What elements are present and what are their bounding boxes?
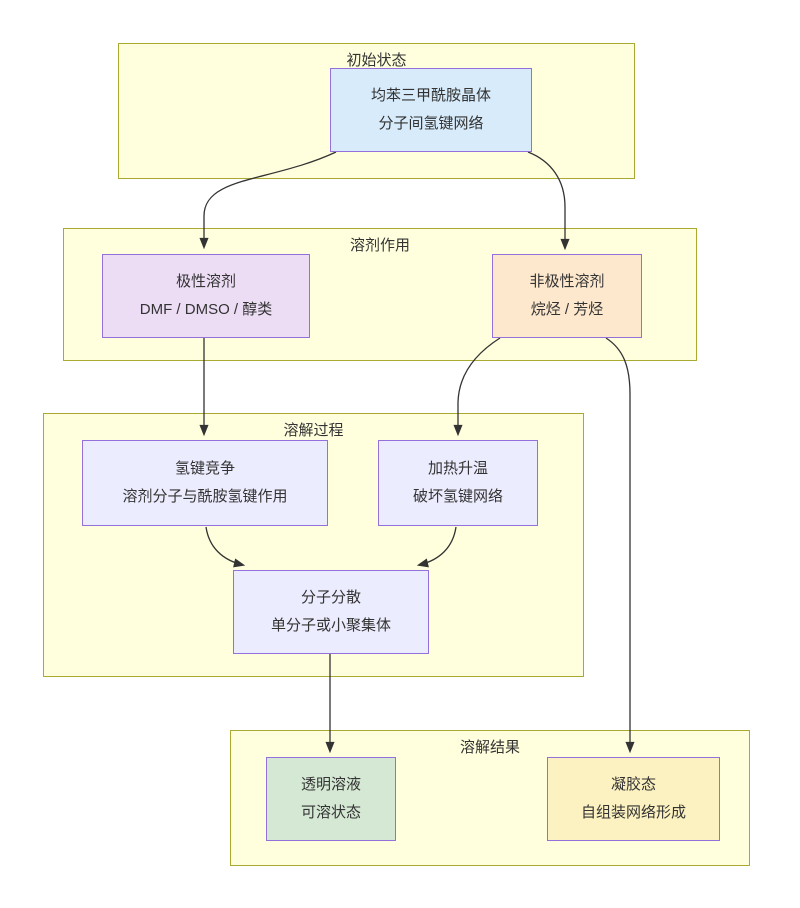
node-hbond-competition: 氢键竞争 溶剂分子与酰胺氢键作用 [82,440,328,526]
node-gel-line1: 凝胶态 [610,776,656,793]
node-crystal: 均苯三甲酰胺晶体 分子间氢键网络 [330,68,532,152]
node-clear-solution: 透明溶液 可溶状态 [266,757,396,841]
node-solution-line2: 可溶状态 [300,804,361,821]
node-dispersion-line2: 单分子或小聚集体 [270,617,391,634]
node-heating-line1: 加热升温 [427,460,488,477]
node-nonpolar-solvent: 非极性溶剂 烷烃 / 芳烃 [492,254,642,338]
node-hbond-line2: 溶剂分子与酰胺氢键作用 [122,488,288,505]
node-hbond-line1: 氢键竞争 [174,460,235,477]
node-nonpolar-line2: 烷烃 / 芳烃 [530,301,604,318]
node-dispersion-line1: 分子分散 [300,589,361,606]
container-process-title: 溶解过程 [283,422,344,439]
node-crystal-line1: 均苯三甲酰胺晶体 [370,87,491,104]
edge-nonpolar-to-gel [605,337,635,754]
node-heating: 加热升温 破坏氢键网络 [378,440,538,526]
node-crystal-line2: 分子间氢键网络 [378,115,484,132]
container-solvent-title: 溶剂作用 [349,237,410,254]
node-polar-solvent: 极性溶剂 DMF / DMSO / 醇类 [102,254,310,338]
node-gel-line2: 自组装网络形成 [580,804,686,821]
node-gel-state: 凝胶态 自组装网络形成 [547,757,720,841]
container-initial-title: 初始状态 [346,52,407,69]
container-result-title: 溶解结果 [459,739,520,756]
node-dispersion: 分子分散 单分子或小聚集体 [233,570,429,654]
node-heating-line2: 破坏氢键网络 [412,488,503,505]
node-solution-line1: 透明溶液 [300,776,361,793]
node-nonpolar-line1: 非极性溶剂 [529,273,605,290]
node-polar-line1: 极性溶剂 [175,273,236,290]
node-polar-line2: DMF / DMSO / 醇类 [139,301,273,318]
